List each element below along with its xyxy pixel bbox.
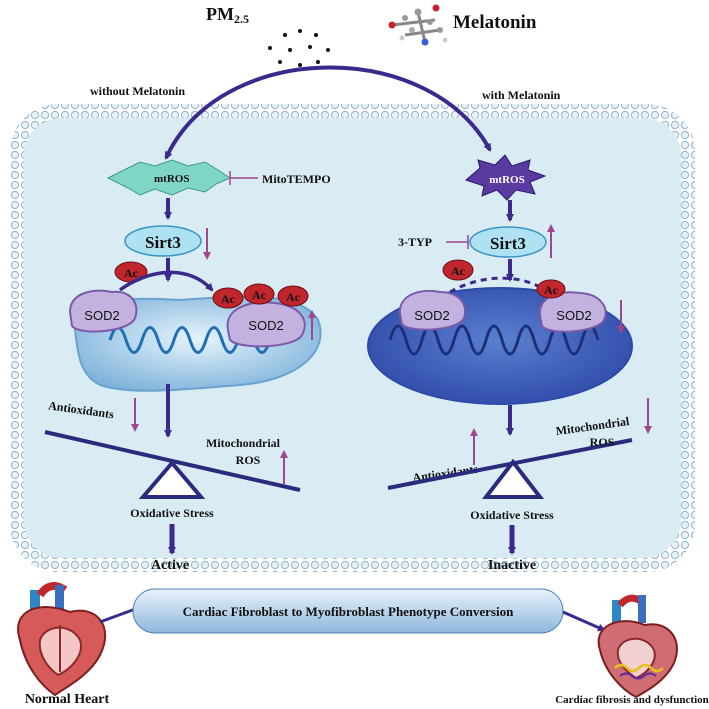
svg-text:Ac: Ac (544, 283, 559, 297)
left-mtros-label: mtROS (154, 173, 189, 185)
left-acetylation-arrow (118, 270, 214, 292)
right-sod2-unacetylated (398, 289, 466, 331)
right-sirt3-label: Sirt3 (490, 234, 526, 253)
pm-label: PM2.5 (206, 4, 249, 26)
left-seesaw-fulcrum (138, 459, 206, 499)
left-status-active: Active (151, 558, 189, 573)
svg-text:Ac: Ac (124, 266, 139, 280)
heart-to-banner-line (99, 606, 139, 624)
melatonin-molecule-icon (388, 4, 448, 46)
right-sirt3-node (469, 226, 547, 258)
left-sirt3-label: Sirt3 (145, 233, 181, 252)
right-status-inactive: Inactive (488, 558, 536, 573)
normal-heart-label: Normal Heart (25, 692, 110, 707)
left-sirt3-node (124, 225, 202, 257)
svg-text:Ac: Ac (252, 288, 267, 302)
conversion-label: Cardiac Fibroblast to Myofibroblast Phen… (183, 604, 514, 619)
svg-text:ROS: ROS (236, 453, 261, 467)
normal-heart-icon (17, 582, 107, 697)
fibrotic-heart-icon (597, 594, 678, 699)
svg-text:Ac: Ac (451, 264, 466, 278)
right-ac-badge-2 (536, 279, 566, 299)
conversion-banner (132, 588, 564, 634)
with-melatonin-label: with Melatonin (482, 88, 561, 102)
right-stress-label: Oxidative Stress (470, 508, 554, 522)
svg-text:ROS: ROS (590, 435, 615, 449)
right-sod2-label-2: SOD2 (556, 308, 591, 323)
left-ac-badge-2 (212, 287, 244, 309)
right-sod2-label-1: SOD2 (414, 308, 449, 323)
melatonin-label: Melatonin (453, 12, 537, 33)
pm-particles-icon (268, 29, 330, 67)
left-mito-ros-label: Mitochondrial (206, 436, 281, 450)
right-mtros-burst (465, 154, 547, 201)
left-ac-badge-4 (277, 285, 309, 307)
left-mitotempo-label: MitoTEMPO (262, 172, 331, 186)
right-3typ-label: 3-TYP (398, 235, 432, 249)
left-sod2-unacetylated (68, 289, 138, 333)
right-mtros-label: mtROS (489, 174, 524, 186)
svg-text:Ac: Ac (286, 290, 301, 304)
left-sod2-acetylated (226, 301, 306, 348)
right-seesaw-fulcrum (481, 458, 545, 499)
banner-to-fibrosis-arrow (562, 610, 606, 632)
left-sod2-label-1: SOD2 (84, 308, 119, 323)
without-melatonin-label: without Melatonin (90, 84, 185, 98)
left-stress-label: Oxidative Stress (130, 506, 214, 520)
left-sod2-label-2: SOD2 (248, 318, 283, 333)
right-ac-badge-1 (442, 259, 474, 281)
right-mito-cristae (388, 324, 600, 356)
svg-text:Ac: Ac (221, 292, 236, 306)
fibrosis-label: Cardiac fibrosis and dysfunction (555, 694, 709, 706)
left-ac-badge-3 (243, 283, 275, 305)
pm-split-arc (168, 65, 492, 152)
